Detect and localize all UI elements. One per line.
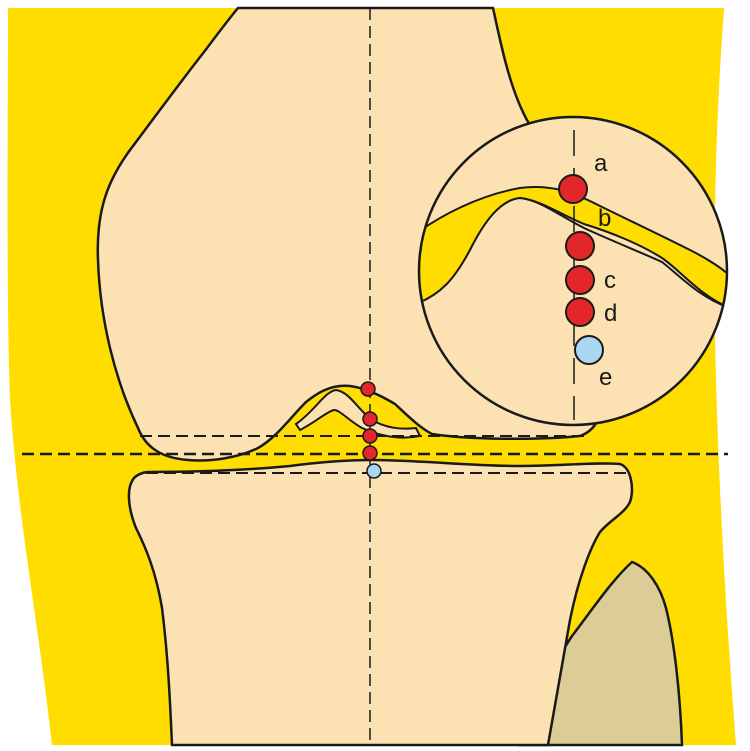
point-e-inset <box>575 336 603 364</box>
label-a: a <box>594 150 608 177</box>
point-c-inset <box>566 266 594 294</box>
label-b: b <box>598 205 611 232</box>
point-c-main <box>363 429 377 443</box>
point-b-inset <box>566 232 594 260</box>
tibia <box>129 460 632 745</box>
point-e-main <box>367 464 381 478</box>
point-d-main <box>363 446 377 460</box>
point-a-inset <box>559 175 587 203</box>
point-a-main <box>361 382 375 396</box>
label-c: c <box>604 267 616 294</box>
point-d-inset <box>566 298 594 326</box>
label-e: e <box>599 364 612 391</box>
label-d: d <box>604 300 617 327</box>
point-b-main <box>363 412 377 426</box>
